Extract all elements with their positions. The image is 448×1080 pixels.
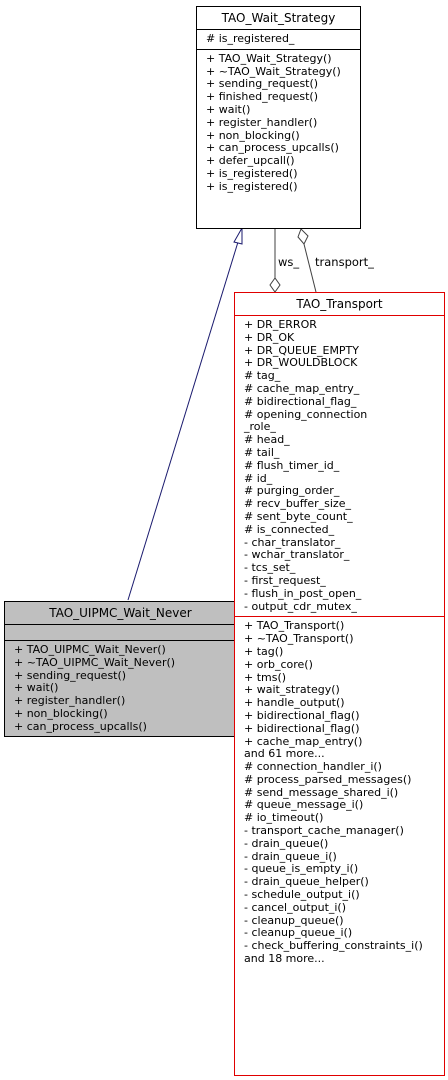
class-box-tao-uipmc-wait-never[interactable]: TAO_UIPMC_Wait_Never + TAO_UIPMC_Wait_Ne… xyxy=(4,601,237,737)
inheritance-arrowhead xyxy=(233,226,243,245)
class-attribute[interactable]: # sent_byte_count_ xyxy=(244,509,353,523)
class-method[interactable]: # process_parsed_messages() xyxy=(244,772,412,786)
class-method[interactable]: + can_process_upcalls() xyxy=(206,141,339,155)
class-method[interactable]: # io_timeout() xyxy=(244,811,324,825)
attributes-section: # is_registered_ xyxy=(197,29,360,49)
class-method[interactable]: # connection_handler_i() xyxy=(244,760,382,774)
class-attribute[interactable]: # bidirectional_flag_ xyxy=(244,394,357,408)
class-attribute[interactable]: # tail_ xyxy=(244,445,280,459)
class-method[interactable]: + register_handler() xyxy=(14,694,126,708)
class-attribute[interactable]: + DR_OK xyxy=(244,330,295,344)
class-method[interactable]: - schedule_output_i() xyxy=(244,888,360,902)
ws-edge-label: ws_ xyxy=(278,255,299,269)
class-method[interactable]: # queue_message_i() xyxy=(244,798,364,812)
class-method[interactable]: + non_blocking() xyxy=(206,128,300,142)
class-method[interactable]: - transport_cache_manager() xyxy=(244,824,404,838)
class-method[interactable]: + can_process_upcalls() xyxy=(14,719,147,733)
class-attribute[interactable]: # cache_map_entry_ xyxy=(244,381,360,395)
methods-section: + TAO_Wait_Strategy()+ ~TAO_Wait_Strateg… xyxy=(197,48,360,197)
attributes-section: + DR_ERROR+ DR_OK+ DR_QUEUE_EMPTY+ DR_WO… xyxy=(235,315,444,616)
class-method[interactable]: + wait_strategy() xyxy=(244,683,340,697)
methods-section: + TAO_Transport()+ ~TAO_Transport()+ tag… xyxy=(235,616,444,969)
class-method[interactable]: + tms() xyxy=(244,670,287,684)
class-method[interactable]: - queue_is_empty_i() xyxy=(244,862,359,876)
class-box-tao-wait-strategy[interactable]: TAO_Wait_Strategy # is_registered_ + TAO… xyxy=(196,6,361,229)
class-method[interactable]: + TAO_Transport() xyxy=(244,619,345,633)
class-attribute[interactable]: - tcs_set_ xyxy=(244,561,296,575)
class-method[interactable]: - cleanup_queue() xyxy=(244,913,344,927)
class-method[interactable]: + sending_request() xyxy=(14,668,127,682)
class-method[interactable]: + ~TAO_Wait_Strategy() xyxy=(206,64,341,78)
class-method[interactable]: - check_buffering_constraints_i() xyxy=(244,939,423,953)
class-attribute[interactable]: - first_request_ xyxy=(244,573,326,587)
transport-diamond xyxy=(297,228,309,245)
class-method[interactable]: + is_registered() xyxy=(206,179,298,193)
class-attribute[interactable]: - wchar_translator_ xyxy=(244,548,350,562)
class-method[interactable]: + is_registered() xyxy=(206,166,298,180)
class-attribute[interactable]: # purging_order_ xyxy=(244,484,340,498)
class-attribute[interactable]: # is_connected_ xyxy=(244,522,335,536)
class-name: TAO_Wait_Strategy xyxy=(221,11,336,25)
transport-association-edge xyxy=(303,243,317,293)
class-attribute[interactable]: # opening_connection xyxy=(244,407,368,421)
inheritance-edge xyxy=(127,241,239,601)
methods-section: + TAO_UIPMC_Wait_Never()+ ~TAO_UIPMC_Wai… xyxy=(5,640,236,737)
class-method[interactable]: + wait() xyxy=(14,681,59,695)
class-method[interactable]: + bidirectional_flag() xyxy=(244,721,360,735)
class-method[interactable]: + handle_output() xyxy=(244,696,345,710)
class-attribute[interactable]: # tag_ xyxy=(244,369,281,383)
class-method[interactable]: + TAO_UIPMC_Wait_Never() xyxy=(14,643,166,656)
class-method[interactable]: + register_handler() xyxy=(206,115,318,129)
class-attribute[interactable]: + DR_WOULDBLOCK xyxy=(244,356,358,370)
class-attribute[interactable]: - output_cdr_mutex_ xyxy=(244,599,357,613)
class-method[interactable]: + defer_upcall() xyxy=(206,154,295,168)
class-attribute[interactable]: - char_translator_ xyxy=(244,535,341,549)
class-method[interactable]: + wait() xyxy=(206,102,251,116)
class-attribute[interactable]: + DR_ERROR xyxy=(244,318,317,331)
class-method[interactable]: - drain_queue() xyxy=(244,836,329,850)
class-name: TAO_UIPMC_Wait_Never xyxy=(49,606,192,620)
class-attribute[interactable]: # is_registered_ xyxy=(206,32,295,45)
class-name: TAO_Transport xyxy=(296,297,383,311)
transport-edge-label: transport_ xyxy=(315,255,374,269)
ws-diamond xyxy=(269,277,281,293)
class-method[interactable]: and 18 more... xyxy=(244,952,325,966)
class-attribute[interactable]: - flush_in_post_open_ xyxy=(244,586,362,600)
attributes-section xyxy=(5,624,236,640)
class-attribute[interactable]: # id_ xyxy=(244,471,273,485)
class-method[interactable]: + ~TAO_Transport() xyxy=(244,632,354,646)
class-method[interactable]: - drain_queue_i() xyxy=(244,849,337,863)
class-method[interactable]: + finished_request() xyxy=(206,90,319,104)
class-attribute[interactable]: # flush_timer_id_ xyxy=(244,458,340,472)
class-method[interactable]: - drain_queue_helper() xyxy=(244,875,369,889)
class-method[interactable]: and 61 more... xyxy=(244,747,325,761)
class-attribute[interactable]: + DR_QUEUE_EMPTY xyxy=(244,343,360,357)
class-attribute[interactable]: # recv_buffer_size_ xyxy=(244,497,351,511)
class-method[interactable]: # send_message_shared_i() xyxy=(244,785,399,799)
class-method[interactable]: + TAO_Wait_Strategy() xyxy=(206,51,332,65)
class-method[interactable]: + ~TAO_UIPMC_Wait_Never() xyxy=(14,655,176,669)
class-method[interactable]: + sending_request() xyxy=(206,77,319,91)
class-method[interactable]: + tag() xyxy=(244,644,284,658)
class-attribute[interactable]: _role_ xyxy=(244,420,276,434)
class-method[interactable]: + cache_map_entry() xyxy=(244,734,363,748)
class-box-tao-transport[interactable]: TAO_Transport + DR_ERROR+ DR_OK+ DR_QUEU… xyxy=(234,292,445,1076)
class-method[interactable]: - cancel_output_i() xyxy=(244,900,347,914)
class-attribute[interactable]: # head_ xyxy=(244,433,290,447)
class-method[interactable]: - cleanup_queue_i() xyxy=(244,926,353,940)
class-method[interactable]: + non_blocking() xyxy=(14,706,108,720)
class-method[interactable]: + orb_core() xyxy=(244,657,313,671)
class-method[interactable]: + bidirectional_flag() xyxy=(244,708,360,722)
